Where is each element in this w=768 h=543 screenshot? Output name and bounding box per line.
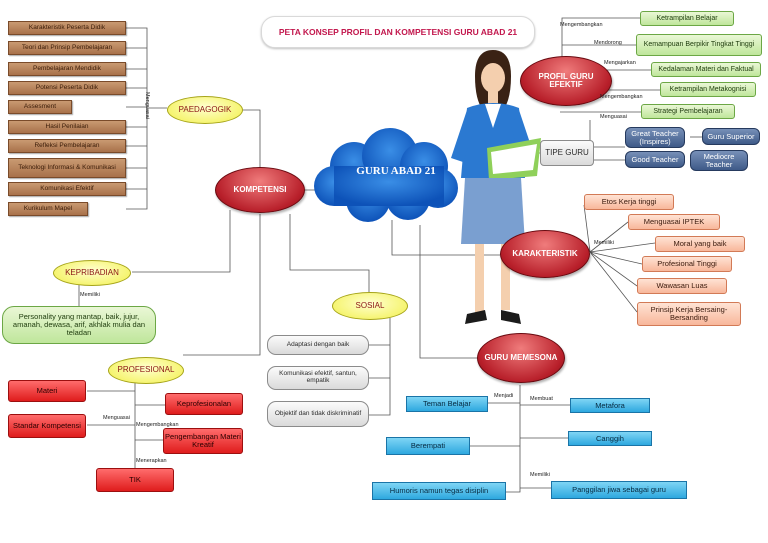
link-label: Menguasai [600,114,627,120]
profesional-item: TIK [96,468,174,492]
karakteristik-item: Wawasan Luas [637,278,727,294]
tipe-good-teacher: Good Teacher [625,151,685,168]
link-label: Memiliki [80,292,100,298]
profil-item: Ketrampilan Belajar [640,11,734,26]
profesional-item: Pengembangan Materi Kreatif [163,428,243,454]
profil-item: Kedalaman Materi dan Faktual [651,62,761,77]
link-label: Mengembangkan [600,94,643,100]
paedagogik-item: Komunikasi Efektif [8,182,126,196]
link-label: Membuat [530,396,553,402]
memesona-item: Berempati [386,437,470,455]
cloud-shape [314,128,458,222]
profil-item: Kemampuan Berpikir Tingkat Tinggi [636,34,762,56]
sosial-item: Komunikasi efektif, santun, empatik [267,366,369,390]
memesona-item: Teman Belajar [406,396,488,412]
tipe-mediocre-teacher: Mediocre Teacher [690,150,748,171]
karakteristik-item: Prinsip Kerja Bersaing-Bersanding [637,302,741,326]
paedagogik-item: Refleksi Pembelajaran [8,139,126,153]
memesona-item: Panggilan jiwa sebagai guru [551,481,687,499]
paedagogik-item: Teknologi Informasi & Komunikasi [8,158,126,178]
node-guru-memesona: GURU MEMESONA [477,333,565,383]
link-label: Mengembangkan [136,422,179,428]
node-profil-guru-efektif: PROFIL GURU EFEKTIF [520,56,612,106]
tipe-great-teacher: Great Teacher (Inspires) [625,127,685,148]
teacher-figure [451,50,541,324]
link-label: Memiliki [530,472,550,478]
link-label: Menjadi [494,393,514,399]
paedagogik-item: Teori dan Prinsip Pembelajaran [8,41,126,55]
paedagogik-item: Kurikulum Mapel [8,202,88,216]
node-karakteristik: KARAKTERISTIK [500,230,590,278]
karakteristik-item: Profesional Tinggi [642,256,732,272]
kepribadian-item: Personality yang mantap, baik, jujur, am… [2,306,156,344]
memesona-item: Canggih [568,431,652,446]
profesional-item: Keprofesionalan [165,393,243,415]
paedagogik-item: Hasil Penilaian [8,120,126,134]
memesona-item: Humoris namun tegas disiplin [372,482,506,500]
node-sosial: SOSIAL [332,292,408,320]
link-label: Menguasai [144,92,150,119]
node-paedagogik: PAEDAGOGIK [167,96,243,124]
link-label: Mengajarkan [604,60,636,66]
sosial-item: Objektif dan tidak diskriminatif [267,401,369,427]
link-label: Menguasai [103,415,130,421]
link-label: Mendorong [594,40,622,46]
profil-item: Strategi Pembelajaran [641,104,735,119]
center-title: GURU ABAD 21 [356,165,436,177]
node-profesional: PROFESIONAL [108,357,184,384]
link-label: Memiliki [594,240,614,246]
map-title: PETA KONSEP PROFIL DAN KOMPETENSI GURU A… [261,16,535,48]
profesional-item: Materi [8,380,86,402]
link-label: Menerapkan [136,458,167,464]
memesona-item: Metafora [570,398,650,413]
paedagogik-item: Pembelajaran Mendidik [8,62,126,76]
paedagogik-item: Karakteristik Peserta Didik [8,21,126,35]
link-label: Mengembangkan [560,22,603,28]
profesional-item: Standar Kompetensi [8,414,86,438]
karakteristik-item: Moral yang baik [655,236,745,252]
karakteristik-item: Menguasai IPTEK [628,214,720,230]
node-kepribadian: KEPRIBADIAN [53,260,131,286]
node-kompetensi: KOMPETENSI [215,167,305,213]
tipe-guru-superior: Guru Superior [702,128,760,145]
profil-item: Ketrampilan Metakognisi [660,82,756,97]
paedagogik-item: Assesment [8,100,72,114]
sosial-item: Adaptasi dengan baik [267,335,369,355]
karakteristik-item: Etos Kerja tinggi [584,194,674,210]
paedagogik-item: Potensi Peserta Didik [8,81,126,95]
node-tipe-guru: TIPE GURU [540,140,594,166]
